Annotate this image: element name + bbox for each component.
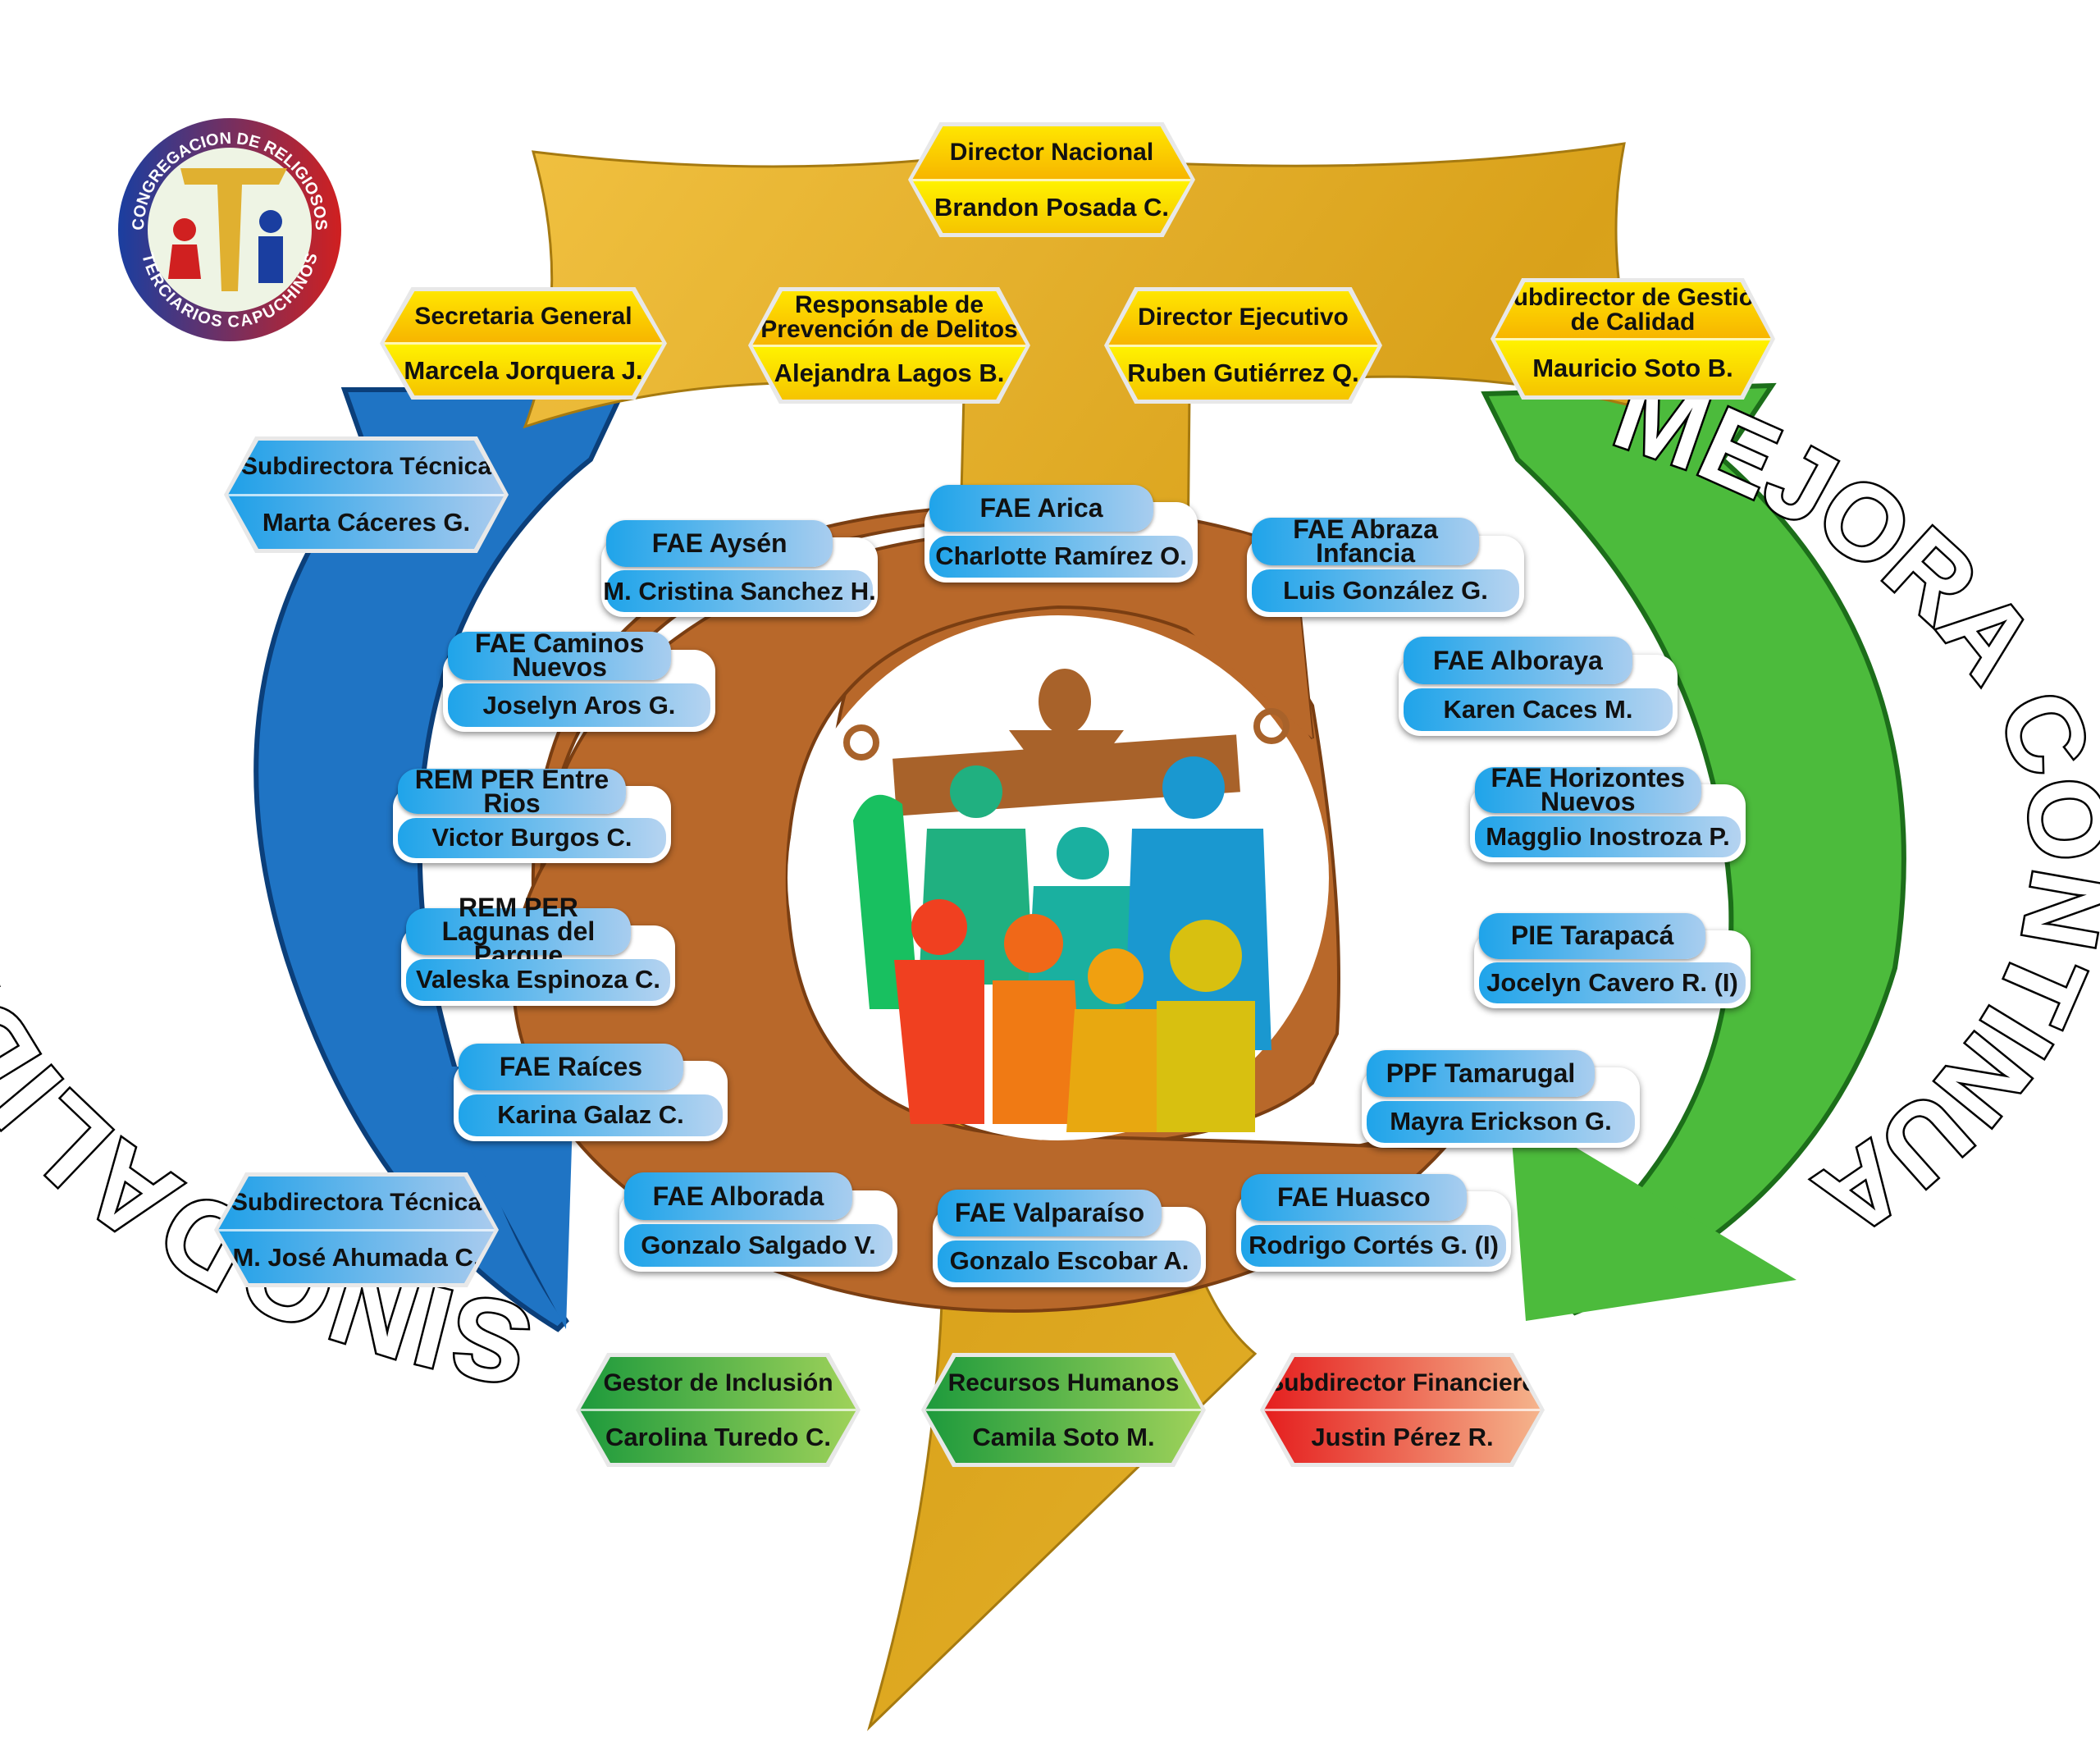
coordinator-name: Magglio Inostroza P. <box>1475 816 1741 857</box>
program-name: REM PER Lagunas del Parque <box>406 894 631 968</box>
coordinator-name: Victor Burgos C. <box>398 817 666 858</box>
position-title: Recursos Humanos <box>925 1357 1202 1411</box>
program-name: FAE Alborada <box>624 1172 852 1221</box>
position-title: Director Ejecutivo <box>1108 291 1378 347</box>
program-name: PPF Tamarugal <box>1367 1050 1595 1098</box>
program-name: FAE Alboraya <box>1404 637 1632 685</box>
program-name: FAE Abraza Infancia <box>1252 516 1480 566</box>
coordinator-name: Charlotte Ramírez O. <box>929 535 1193 578</box>
person-name: Ruben Gutiérrez Q. <box>1108 346 1378 400</box>
program-name: FAE Huasco <box>1241 1174 1467 1222</box>
coordinator-name: Gonzalo Salgado V. <box>624 1223 892 1267</box>
person-name: Carolina Turedo C. <box>580 1411 856 1463</box>
program-name: FAE Aysén <box>606 520 833 567</box>
program-name: FAE Horizontes Nuevos <box>1475 765 1701 815</box>
coordinator-name: Karina Galaz C. <box>459 1094 723 1136</box>
program-name: FAE Arica <box>929 485 1154 532</box>
coordinator-name: Valeska Espinoza C. <box>406 958 670 1001</box>
congregation-logo: CONGREGACION DE RELIGIOSOS TERCIARIOS CA… <box>118 118 341 341</box>
person-name: Alejandra Lagos B. <box>752 346 1026 400</box>
person-name: M. José Ahumada C. <box>218 1231 495 1283</box>
person-name: Marcela Jorquera J. <box>384 345 663 395</box>
position-title: Gestor de Inclusión <box>580 1357 856 1411</box>
program-name: PIE Tarapacá <box>1479 913 1706 959</box>
coordinator-name: Joselyn Aros G. <box>448 683 710 727</box>
coordinator-name: Karen Caces M. <box>1404 688 1673 731</box>
coordinator-name: Rodrigo Cortés G. (I) <box>1241 1224 1506 1267</box>
coordinator-name: Jocelyn Cavero R. (I) <box>1479 962 1746 1003</box>
position-title: Director Nacional <box>912 126 1191 181</box>
program-name: FAE Caminos Nuevos <box>448 631 672 680</box>
position-title: Subdirectora Técnica <box>228 441 504 496</box>
program-name: FAE Raíces <box>459 1044 683 1091</box>
position-title: Responsable de Prevención de Delitos <box>752 291 1026 347</box>
coordinator-name: Mayra Erickson G. <box>1367 1100 1635 1143</box>
coordinator-name: Luis González G. <box>1252 569 1519 612</box>
coordinator-name: M. Cristina Sanchez H. <box>603 570 876 612</box>
position-title: Subdirectora Técnica <box>218 1177 495 1231</box>
position-title: Subdirector Financiero <box>1264 1357 1541 1411</box>
people-illustration <box>843 669 1290 1132</box>
right-arrow-tip <box>1509 1108 1796 1321</box>
program-name: FAE Valparaíso <box>938 1190 1162 1237</box>
person-name: Justin Pérez R. <box>1264 1411 1541 1463</box>
person-name: Mauricio Soto B. <box>1495 340 1771 395</box>
left-arrow <box>253 387 628 1332</box>
person-name: Camila Soto M. <box>925 1411 1202 1463</box>
person-name: Brandon Posada C. <box>912 180 1191 233</box>
position-title: Secretaria General <box>384 291 663 345</box>
person-name: Marta Cáceres G. <box>228 496 504 549</box>
program-name: REM PER Entre Rios <box>398 766 626 816</box>
position-title: Subdirector de Gestión de Calidad <box>1495 282 1771 340</box>
coordinator-name: Gonzalo Escobar A. <box>938 1240 1201 1282</box>
